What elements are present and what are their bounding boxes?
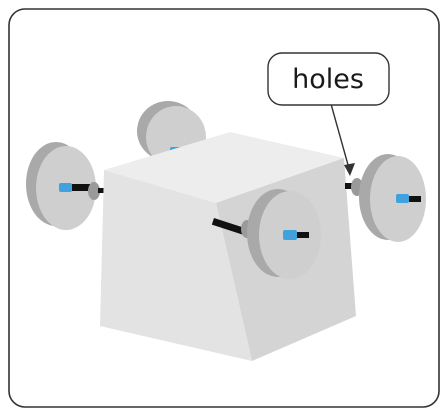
wheel-right <box>345 154 426 242</box>
callout-pointer-line <box>330 103 351 173</box>
callout-label: holes <box>292 64 364 95</box>
wheel-front <box>247 189 321 279</box>
axle-right-stub <box>345 183 357 189</box>
wheel-left <box>26 142 106 230</box>
callout-box <box>267 52 390 106</box>
hub-left <box>59 183 72 192</box>
cube-front-face <box>100 170 252 361</box>
callout-pointer-arrowhead <box>344 163 355 176</box>
hub-front <box>283 230 297 240</box>
cube-top-face <box>104 132 344 203</box>
washer-left <box>88 182 100 200</box>
axle-left <box>72 184 90 191</box>
hub-right <box>396 194 409 203</box>
holes-callout: holes <box>267 52 390 176</box>
